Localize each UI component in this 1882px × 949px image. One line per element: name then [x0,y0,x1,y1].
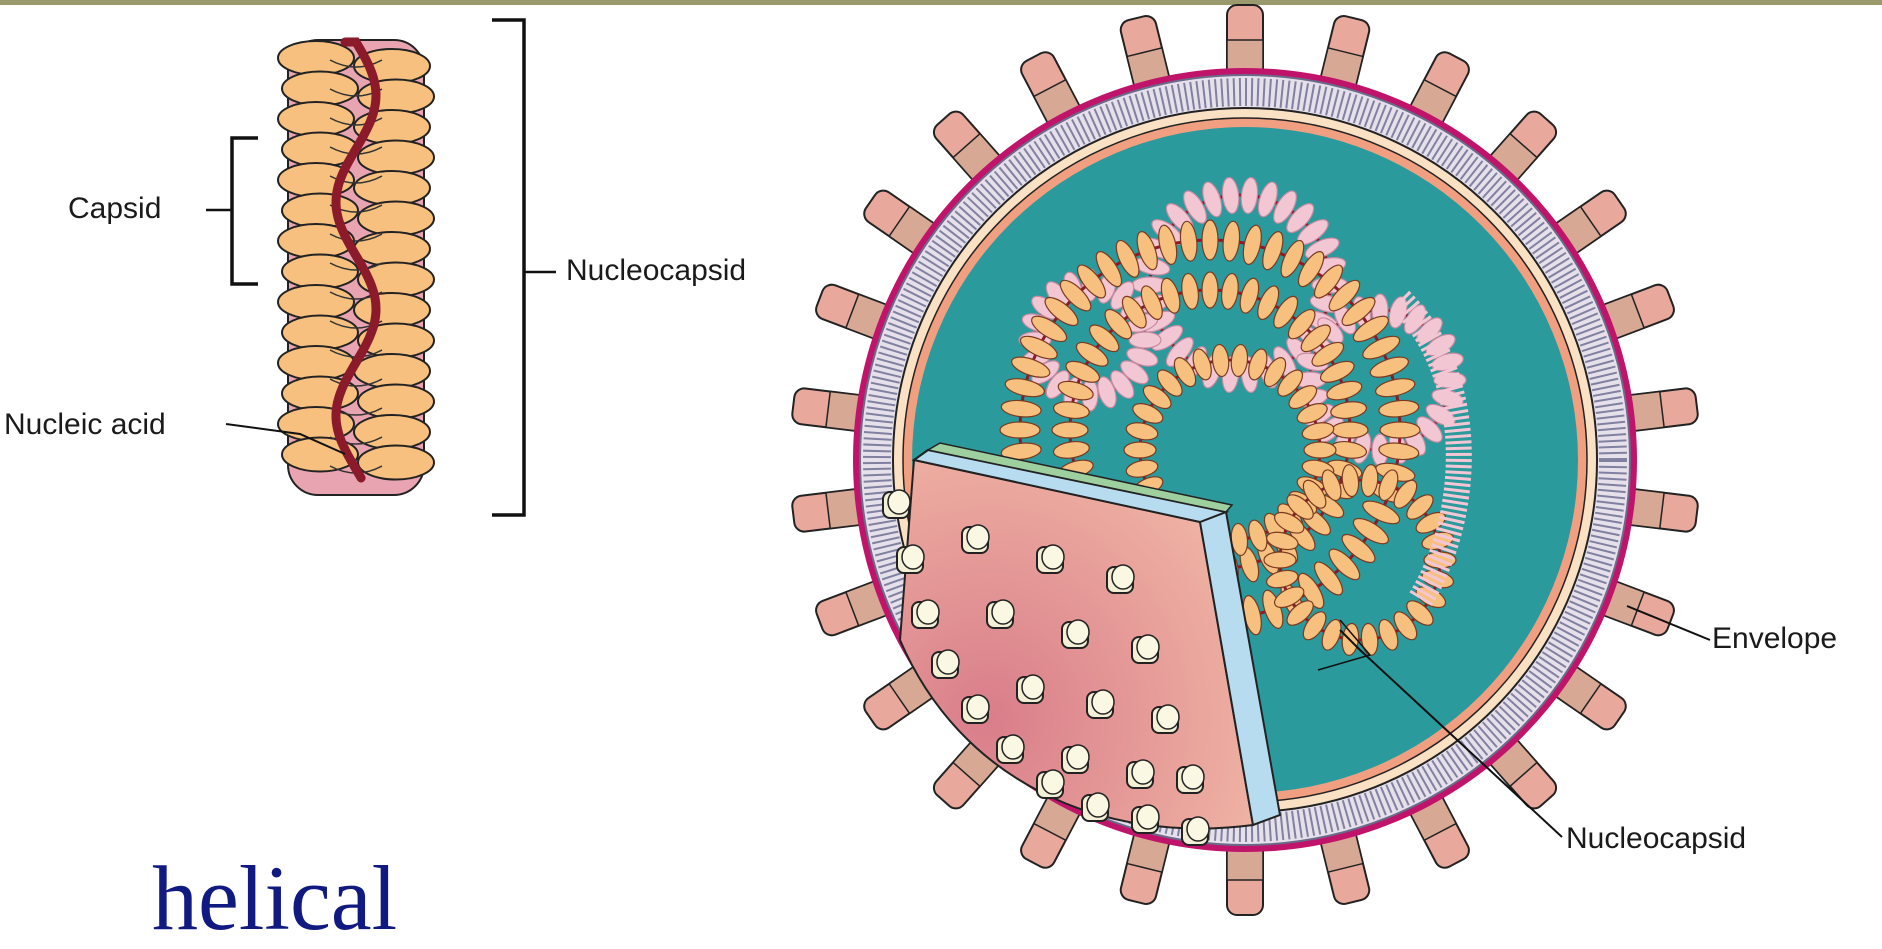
capsomere [358,202,434,236]
label-nucleocapsid-helical: Nucleocapsid [566,254,746,288]
capsomere [354,415,430,449]
nucleocapsid-bracket [492,20,524,515]
capsomere [278,346,354,380]
capsomere [282,316,358,350]
label-capsid: Capsid [68,192,161,226]
capsomere [278,102,354,136]
capsomere [354,171,430,205]
label-envelope: Envelope [1712,622,1837,656]
capsomere [282,255,358,289]
helical-nucleocapsid [278,40,434,495]
capsomere [278,285,354,319]
capsomere [278,41,354,75]
capsomere [358,446,434,480]
caption-helical: helical [152,852,397,944]
capsomere [358,80,434,114]
enveloped-virus [791,5,1699,915]
label-nucleic-acid: Nucleic acid [4,408,166,442]
capsid-bracket [232,138,258,284]
virus-diagram [0,0,1882,922]
capsomere [354,232,430,266]
capsomere [358,141,434,175]
capsomere [354,354,430,388]
label-nucleocapsid-enveloped: Nucleocapsid [1566,822,1746,856]
capsomere [282,72,358,106]
